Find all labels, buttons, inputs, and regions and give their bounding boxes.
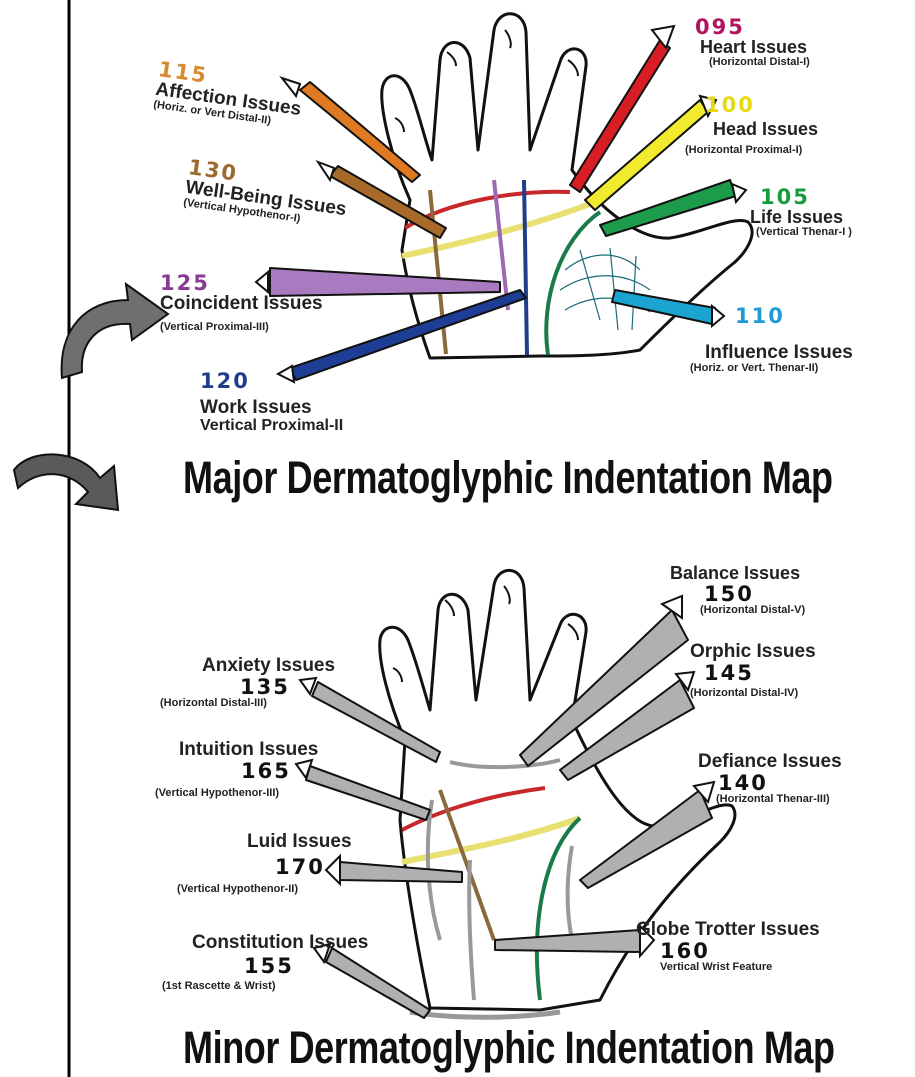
minor-vertical-line-brown	[440, 790, 494, 940]
name-defiance: Defiance Issues	[698, 752, 842, 772]
name-heart: Heart Issues	[700, 38, 810, 57]
number-life: 105	[760, 186, 852, 208]
number-intuition: 165	[241, 760, 318, 782]
name-intuition: Intuition Issues	[179, 740, 318, 760]
minor-rascette	[410, 1012, 560, 1017]
name-orphic: Orphic Issues	[690, 642, 816, 662]
number-anxiety: 135	[240, 676, 350, 698]
major-map-title: Major Dermatoglyphic Indentation Map	[183, 452, 833, 504]
name-balance: Balance Issues	[670, 564, 805, 583]
major-vertical-line-blue	[524, 180, 527, 355]
name-life: Life Issues	[750, 208, 852, 227]
number-luid: 170	[275, 856, 352, 878]
name-luid: Luid Issues	[247, 832, 352, 852]
label-balance: Balance Issues 150 (Horizontal Distal-V)	[670, 564, 805, 616]
label-life: 105 Life Issues (Vertical Thenar-I )	[760, 186, 852, 238]
sub-luid: (Vertical Hypothenor-II)	[177, 884, 352, 896]
label-coincident: 125 Coincident Issues (Vertical Proximal…	[160, 272, 323, 334]
number-balance: 150	[704, 583, 805, 605]
number-globetrotter: 160	[660, 940, 820, 962]
sub-intuition: (Vertical Hypothenor-III)	[155, 788, 318, 800]
pointer-defiance	[580, 790, 712, 888]
major-life-line	[546, 212, 600, 355]
pointer-influence	[612, 290, 715, 324]
label-orphic: Orphic Issues 145 (Horizontal Distal-IV)	[690, 642, 816, 700]
name-work: Work Issues	[200, 398, 343, 418]
sub-constitution: (1st Rascette & Wrist)	[162, 981, 368, 993]
sub-orphic: (Horizontal Distal-IV)	[690, 688, 816, 700]
label-globetrotter: Globe Trotter Issues 160 Vertical Wrist …	[636, 920, 820, 974]
sub-head: (Horizontal Proximal-I)	[685, 145, 818, 157]
minor-map-title: Minor Dermatoglyphic Indentation Map	[183, 1022, 835, 1074]
label-head: 100 Head Issues (Horizontal Proximal-I)	[705, 94, 818, 156]
number-work: 120	[200, 370, 343, 392]
label-constitution: Constitution Issues 155 (1st Rascette & …	[162, 933, 368, 993]
number-heart: 095	[695, 16, 810, 38]
number-influence: 110	[735, 305, 853, 327]
label-intuition: Intuition Issues 165 (Vertical Hypotheno…	[155, 740, 318, 800]
pointer-work	[290, 290, 526, 380]
label-luid: Luid Issues 170 (Vertical Hypothenor-II)	[177, 832, 352, 896]
major-thenar-mesh	[560, 248, 650, 330]
number-constitution: 155	[244, 955, 368, 977]
pointer-luid	[340, 862, 462, 882]
minor-life-line	[537, 818, 580, 1000]
name-anxiety: Anxiety Issues	[202, 656, 350, 676]
name-influence: Influence Issues	[705, 343, 853, 363]
name-head: Head Issues	[713, 120, 818, 139]
label-heart: 095 Heart Issues (Horizontal Distal-I)	[695, 16, 810, 68]
sub-work: Vertical Proximal-II	[200, 418, 343, 435]
sub-heart: (Horizontal Distal-I)	[709, 57, 810, 69]
pointer-globetrotter	[495, 930, 640, 952]
sub-coincident: (Vertical Proximal-III)	[160, 322, 323, 334]
name-coincident: Coincident Issues	[160, 294, 323, 314]
sub-balance: (Horizontal Distal-V)	[700, 605, 805, 617]
pointer-affection	[300, 82, 420, 182]
curved-arrow-icon	[14, 454, 118, 510]
number-coincident: 125	[160, 272, 323, 294]
sub-life: (Vertical Thenar-I )	[756, 227, 852, 239]
curved-arrow-icon	[62, 284, 168, 378]
sub-influence: (Horiz. or Vert. Thenar-II)	[690, 363, 853, 375]
number-defiance: 140	[718, 772, 842, 794]
sub-anxiety: (Horizontal Distal-III)	[160, 698, 350, 710]
label-work: 120 Work Issues Vertical Proximal-II	[200, 370, 343, 435]
sub-globetrotter: Vertical Wrist Feature	[660, 962, 820, 974]
label-influence: 110 Influence Issues (Horiz. or Vert. Th…	[735, 305, 853, 375]
label-defiance: Defiance Issues 140 (Horizontal Thenar-I…	[698, 752, 842, 806]
number-orphic: 145	[704, 662, 816, 684]
pointer-intuition	[306, 766, 430, 820]
minor-gray-vertical-3	[568, 846, 573, 940]
pointer-orphic	[560, 680, 694, 780]
minor-distal-gray-line	[450, 760, 560, 767]
name-constitution: Constitution Issues	[192, 933, 368, 953]
sub-defiance: (Horizontal Thenar-III)	[716, 794, 842, 806]
name-globetrotter: Globe Trotter Issues	[636, 920, 820, 940]
label-anxiety: Anxiety Issues 135 (Horizontal Distal-II…	[160, 656, 350, 710]
number-head: 100	[705, 94, 818, 116]
